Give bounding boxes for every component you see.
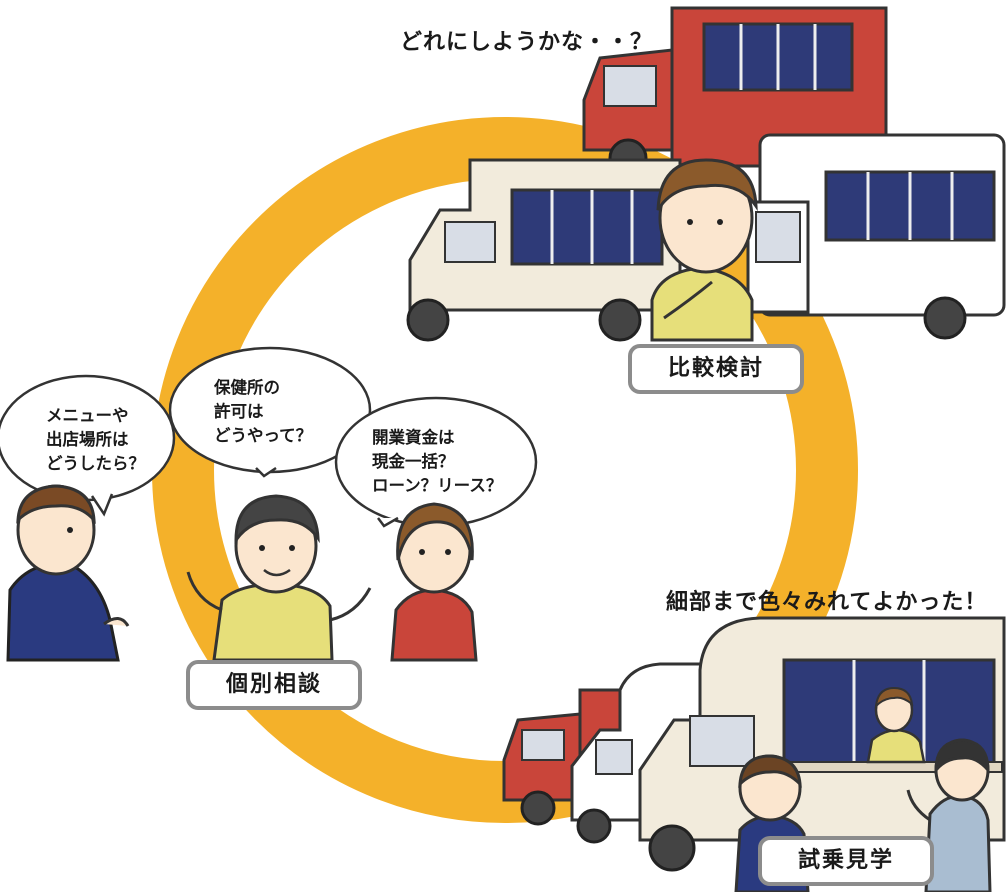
- bubble-left-text: メニューや 出店場所は どうしたら？: [46, 406, 145, 473]
- cream-food-truck-left: [406, 158, 682, 342]
- woman-in-red-shirt: [390, 502, 478, 662]
- label-tour: 試乗見学: [758, 836, 934, 886]
- white-food-truck-right: [746, 133, 1006, 340]
- label-compare: 比較検討: [628, 344, 804, 394]
- visitor-right: [906, 738, 992, 892]
- consultant-in-suit: [6, 484, 130, 662]
- tour-thought-caption: 細部まで色々みれてよかった！: [666, 590, 988, 615]
- bubble-right-text: 開業資金は 現金一括？ ローン？リース？: [372, 428, 503, 495]
- bubble-middle-text: 保健所の 許可は どうやって？: [214, 378, 313, 445]
- label-consult: 個別相談: [186, 660, 362, 710]
- speech-bubble-middle: [168, 346, 372, 478]
- vendor-in-window: [866, 686, 926, 764]
- compare-thought-caption: どれにしようかな・・？: [400, 30, 654, 55]
- man-in-yellow-polo: [186, 494, 372, 662]
- thinking-man: [650, 158, 758, 342]
